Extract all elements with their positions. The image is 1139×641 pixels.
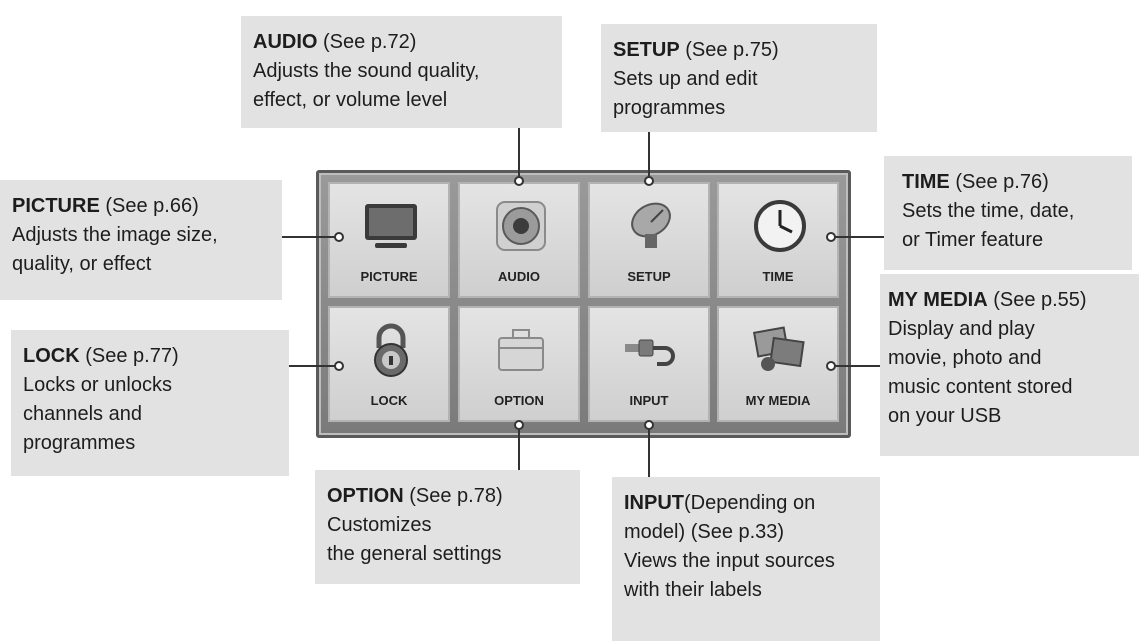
menu-tile-label: INPUT [629,393,669,408]
time-leader-line [832,236,884,238]
mymedia-leader-dot [826,361,836,371]
menu-tile-label: LOCK [370,393,408,408]
option-callout-desc-2: the general settings [327,543,502,565]
padlock-icon [374,323,408,377]
time-callout-desc-1: Sets the time, date, [902,200,1075,222]
picture-callout: PICTURE (See p.66) Adjusts the image siz… [0,180,282,300]
lock-leader-dot [334,361,344,371]
audio-callout-desc-1: Adjusts the sound quality, [253,60,480,82]
lock-callout: LOCK (See p.77) Locks or unlocks channel… [11,330,289,476]
audio-callout: AUDIO (See p.72) Adjusts the sound quali… [241,16,562,128]
input-callout-desc-3: with their labels [624,579,762,601]
photos-icon [752,326,805,371]
input-leader-dot [644,420,654,430]
lock-callout-desc-2: channels and [23,403,142,425]
mymedia-callout: MY MEDIA (See p.55) Display and play mov… [880,274,1139,456]
menu-tile-time[interactable]: TIME [717,182,839,298]
cable-plug-icon [625,339,675,366]
mymedia-callout-desc-4: on your USB [888,405,1002,427]
option-callout-title: OPTION [327,485,404,507]
audio-callout-desc-2: effect, or volume level [253,89,448,111]
lock-leader-line [289,365,339,367]
tv-menu-panel: PICTURE AUDIO SETUP TIME L [316,170,851,438]
mymedia-leader-line [832,365,880,367]
option-callout-desc-1: Customizes [327,514,432,536]
picture-leader-line [282,236,338,238]
speaker-icon [496,201,546,251]
option-callout: OPTION (See p.78) Customizes the general… [315,470,580,584]
monitor-icon [365,204,417,248]
time-callout-title: TIME [902,171,950,193]
input-callout-title: INPUT [624,492,684,514]
menu-tile-my-media[interactable]: MY MEDIA [717,306,839,422]
option-callout-ref: (See p.78) [403,485,503,507]
input-leader-line [648,424,650,477]
mymedia-callout-desc-3: music content stored [888,376,1073,398]
time-callout: TIME (See p.76) Sets the time, date, or … [884,156,1132,270]
setup-callout-ref: (See p.75) [679,39,779,61]
menu-tile-label: PICTURE [360,269,418,284]
input-callout-ref: (Depending on [684,492,816,514]
toolbox-icon [498,329,544,371]
lock-callout-title: LOCK [23,345,80,367]
time-callout-desc-2: or Timer feature [902,229,1044,251]
option-leader-dot [514,420,524,430]
menu-tile-label: SETUP [627,269,671,284]
setup-leader-line [648,132,650,180]
menu-tile-lock[interactable]: LOCK [328,306,450,422]
picture-callout-title: PICTURE [12,195,100,217]
audio-leader-dot [514,176,524,186]
input-callout-desc-2: Views the input sources [624,550,835,572]
mymedia-callout-ref: (See p.55) [987,289,1087,311]
picture-callout-desc-2: quality, or effect [12,253,152,275]
menu-tile-audio[interactable]: AUDIO [458,182,580,298]
mymedia-callout-desc-2: movie, photo and [888,347,1042,369]
setup-callout-desc-1: Sets up and edit [613,68,758,90]
audio-callout-title: AUDIO [253,31,318,53]
setup-callout-desc-2: programmes [613,97,726,119]
menu-tile-label: MY MEDIA [745,393,811,408]
lock-callout-desc-3: programmes [23,432,136,454]
option-leader-line [518,424,520,470]
audio-callout-ref: (See p.72) [317,31,417,53]
time-leader-dot [826,232,836,242]
satellite-dish-icon [631,202,671,248]
setup-leader-dot [644,176,654,186]
picture-leader-dot [334,232,344,242]
input-callout-desc-1: model) (See p.33) [624,521,785,543]
menu-tile-label: TIME [762,269,794,284]
menu-tile-picture[interactable]: PICTURE [328,182,450,298]
menu-tile-setup[interactable]: SETUP [588,182,710,298]
menu-tile-label: OPTION [494,393,544,408]
picture-callout-ref: (See p.66) [99,195,199,217]
input-callout: INPUT(Depending on model) (See p.33) Vie… [612,477,880,641]
lock-callout-desc-1: Locks or unlocks [23,374,172,396]
time-callout-ref: (See p.76) [949,171,1049,193]
audio-leader-line [518,128,520,180]
picture-callout-desc-1: Adjusts the image size, [12,224,218,246]
menu-tile-label: AUDIO [498,269,540,284]
mymedia-callout-title: MY MEDIA [888,289,988,311]
lock-callout-ref: (See p.77) [79,345,179,367]
clock-icon [754,200,806,252]
menu-tile-option[interactable]: OPTION [458,306,580,422]
mymedia-callout-desc-1: Display and play [888,318,1035,340]
setup-callout-title: SETUP [613,39,680,61]
setup-callout: SETUP (See p.75) Sets up and edit progra… [601,24,877,132]
menu-tile-input[interactable]: INPUT [588,306,710,422]
